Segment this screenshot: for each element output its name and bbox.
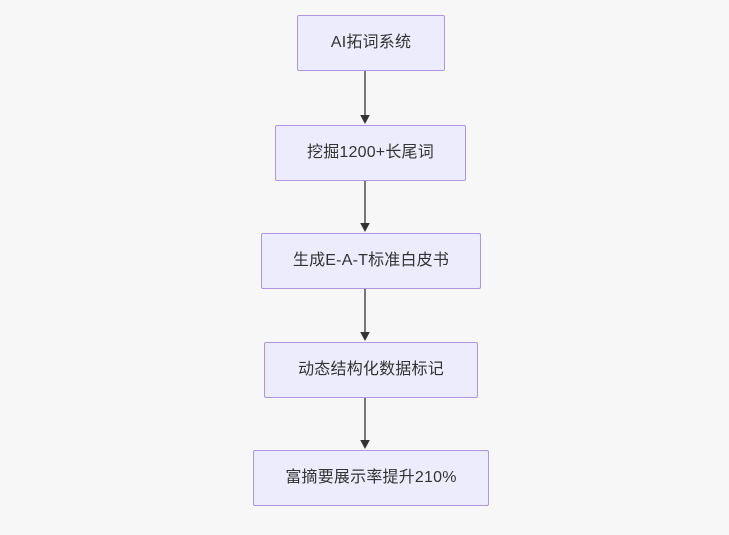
flow-node-ai-keyword-system[interactable]: AI拓词系统 bbox=[297, 15, 445, 71]
arrow-icon bbox=[360, 398, 370, 449]
connector-n1-n2 bbox=[359, 71, 371, 125]
flow-node-generate-eat-whitepaper[interactable]: 生成E-A-T标准白皮书 bbox=[261, 233, 481, 289]
flow-node-rich-snippet-impression-uplift[interactable]: 富摘要展示率提升210% bbox=[253, 450, 489, 506]
connector-n4-n5 bbox=[359, 398, 371, 450]
connector-n3-n4 bbox=[359, 289, 371, 342]
connector-n2-n3 bbox=[359, 181, 371, 233]
flow-node-mine-longtail-keywords[interactable]: 挖掘1200+长尾词 bbox=[275, 125, 466, 181]
arrow-icon bbox=[360, 181, 370, 232]
flow-node-dynamic-structured-data-markup[interactable]: 动态结构化数据标记 bbox=[264, 342, 478, 398]
arrow-icon bbox=[360, 289, 370, 341]
arrow-icon bbox=[360, 71, 370, 124]
